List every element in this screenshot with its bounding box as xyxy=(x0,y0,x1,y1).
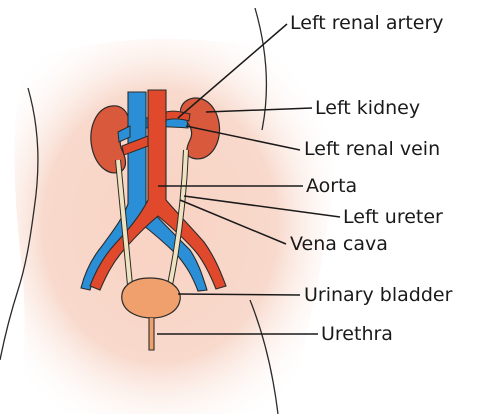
urethra xyxy=(149,318,154,350)
label-vena-cava: Vena cava xyxy=(290,233,388,255)
label-aorta: Aorta xyxy=(306,175,357,197)
label-left-renal-vein: Left renal vein xyxy=(304,138,440,160)
label-left-ureter: Left ureter xyxy=(343,206,443,228)
label-left-kidney: Left kidney xyxy=(315,97,420,119)
label-left-renal-artery: Left renal artery xyxy=(290,12,444,34)
urinary-bladder xyxy=(122,278,181,318)
leader-urinary-bladder xyxy=(178,294,300,295)
label-urethra: Urethra xyxy=(321,323,393,345)
label-urinary-bladder: Urinary bladder xyxy=(304,284,452,306)
